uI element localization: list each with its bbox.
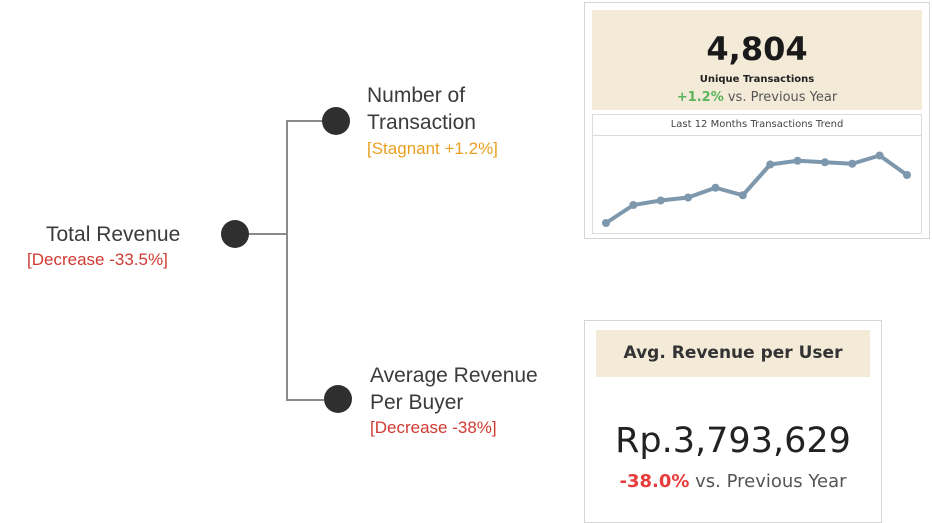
connector-root (249, 233, 287, 235)
transactions-value: 4,804 (706, 30, 808, 68)
arpu-value: Rp.3,793,629 (615, 421, 851, 461)
arpu-change: -38.0% (619, 471, 690, 492)
transactions-trend-chart: Last 12 Months Transactions Trend (592, 114, 922, 234)
root-status: [Decrease -33.5%] (27, 250, 168, 269)
trend-point (738, 191, 747, 200)
transactions-card: 4,804 Unique Transactions +1.2% vs. Prev… (584, 2, 930, 239)
connector-top (286, 120, 324, 122)
trend-point (903, 171, 911, 179)
trend-line (604, 153, 909, 225)
connector-bottom (286, 399, 324, 401)
trend-point (656, 196, 665, 205)
trend-divider (593, 135, 921, 136)
transactions-subtitle: Unique Transactions (699, 74, 815, 85)
arpb-status: [Decrease -38%] (370, 418, 497, 437)
arpu-comparison: -38.0% vs. Previous Year (585, 471, 881, 492)
trend-point (711, 183, 720, 192)
arpb-node (324, 385, 352, 413)
transactions-comparison-text: vs. Previous Year (723, 90, 838, 105)
trend-point (766, 160, 775, 169)
arpu-comparison-text: vs. Previous Year (689, 471, 847, 492)
trend-point (684, 193, 693, 202)
transactions-change: +1.2% (676, 90, 724, 105)
transaction-node (322, 107, 350, 135)
arpb-label-line2: Per Buyer (370, 391, 464, 414)
root-label: Total Revenue (46, 223, 181, 246)
trend-svg (602, 151, 911, 227)
arpu-card: Avg. Revenue per User Rp.3,793,629 -38.0… (584, 320, 882, 523)
transaction-label-line2: Transaction (367, 111, 476, 134)
trend-title: Last 12 Months Transactions Trend (670, 119, 844, 130)
trend-point (875, 151, 884, 160)
trend-point (848, 159, 857, 168)
trend-point (629, 201, 638, 209)
arpb-label-line1: Average Revenue (370, 364, 538, 387)
transaction-status: [Stagnant +1.2%] (367, 139, 498, 158)
transaction-label-line1: Number of (367, 84, 466, 107)
trend-point (602, 219, 610, 227)
root-node (221, 220, 249, 248)
transactions-comparison: +1.2% vs. Previous Year (592, 90, 922, 105)
transactions-kpi: 4,804 Unique Transactions +1.2% vs. Prev… (592, 10, 922, 110)
arpu-header: Avg. Revenue per User (596, 330, 870, 377)
trend-point (793, 156, 802, 165)
trend-point (820, 158, 829, 167)
connector-vertical (286, 120, 288, 401)
